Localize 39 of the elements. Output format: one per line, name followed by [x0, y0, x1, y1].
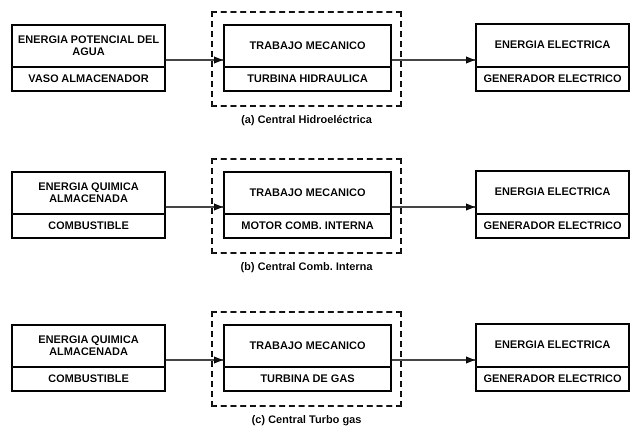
process-box	[223, 24, 392, 92]
process-box	[475, 170, 630, 239]
box-subtitle: GENERADOR ELECTRICO	[483, 220, 622, 232]
process-box	[475, 23, 630, 92]
process-box	[223, 324, 392, 392]
arrow	[392, 56, 475, 64]
dashed-group-frame	[211, 311, 402, 407]
box-heading: TRABAJO MECANICO	[249, 40, 366, 52]
dashed-group-frame	[211, 11, 402, 107]
box-subtitle: GENERADOR ELECTRICO	[483, 73, 622, 85]
box-subtitle: VASO ALMACENADOR	[28, 73, 149, 85]
process-box	[223, 171, 392, 239]
arrow	[166, 203, 223, 211]
box-heading: ENERGIA POTENCIAL DEL AGUA	[17, 34, 160, 58]
arrow	[166, 56, 223, 64]
arrow	[392, 356, 475, 364]
box-heading: TRABAJO MECANICO	[249, 340, 366, 352]
process-box	[11, 324, 166, 392]
dashed-group-frame	[211, 158, 402, 254]
box-heading: ENERGIA QUIMICA ALMACENADA	[37, 180, 140, 206]
process-box	[475, 323, 630, 392]
box-heading: ENERGIA ELECTRICA	[494, 39, 610, 52]
box-heading: ENERGIA ELECTRICA	[494, 186, 610, 199]
box-subtitle: COMBUSTIBLE	[48, 373, 129, 385]
box-heading: ENERGIA QUIMICA ALMACENADA	[37, 334, 140, 358]
group-caption: (c) Central Turbo gas	[250, 414, 362, 426]
box-heading: ENERGIA ELECTRICA	[494, 339, 610, 352]
box-subtitle: TURBINA DE GAS	[260, 373, 355, 385]
box-subtitle: MOTOR COMB. INTERNA	[241, 220, 374, 232]
box-subtitle: GENERADOR ELECTRICO	[483, 373, 622, 385]
group-caption: (b) Central Comb. Interna	[239, 261, 374, 273]
box-heading: TRABAJO MECANICO	[249, 186, 366, 200]
arrow	[166, 356, 223, 364]
group-caption: (a) Central Hidroeléctrica	[240, 114, 373, 126]
process-box	[11, 171, 166, 239]
box-subtitle: COMBUSTIBLE	[48, 220, 129, 232]
arrow	[392, 203, 475, 211]
process-box	[11, 24, 166, 92]
box-subtitle: TURBINA HIDRAULICA	[247, 73, 368, 85]
